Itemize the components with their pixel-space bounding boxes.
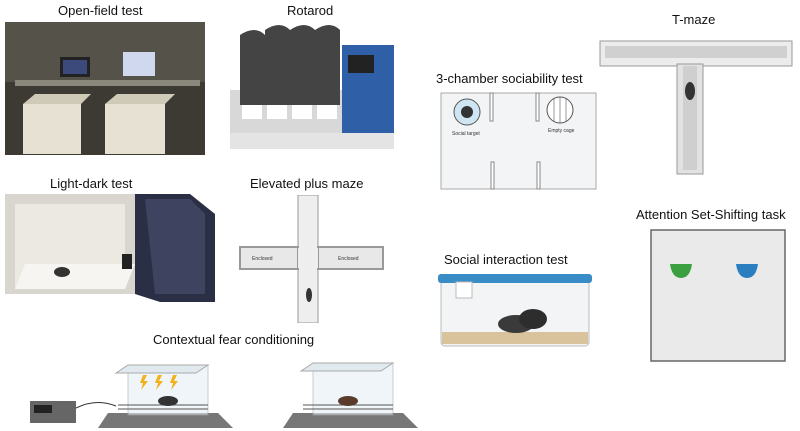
fear-conditioning-title: Contextual fear conditioning [153,332,315,347]
open-field-photo [5,22,205,155]
social-interaction-title: Social interaction test [444,252,568,267]
t-maze-image [595,36,797,176]
attention-set-shifting-title: Attention Set-Shifting task [636,207,786,222]
enclosed-arm-right: Enclosed [338,256,359,262]
elevated-plus-image: Enclosed Enclosed [238,195,388,323]
enclosed-arm-left: Enclosed [252,256,273,262]
fear-conditioning-image [28,353,423,429]
blue-bowl-icon [736,264,758,278]
t-maze-title: T-maze [672,12,716,27]
social-interaction-image [438,272,593,348]
three-chamber-title: 3-chamber sociability test [436,71,583,86]
attention-set-shifting-image [650,229,786,362]
rotarod-image [230,25,396,152]
three-chamber-image: Social target Empty cage [440,92,597,190]
light-dark-image [5,194,217,302]
elevated-plus-title: Elevated plus maze [250,176,364,191]
open-field-title: Open-field test [58,3,143,18]
rotarod-title: Rotarod [287,3,334,18]
empty-cage-label: Empty cage [548,128,575,134]
green-bowl-icon [670,264,692,278]
light-dark-title: Light-dark test [50,176,133,191]
social-target-label: Social target [452,131,480,137]
